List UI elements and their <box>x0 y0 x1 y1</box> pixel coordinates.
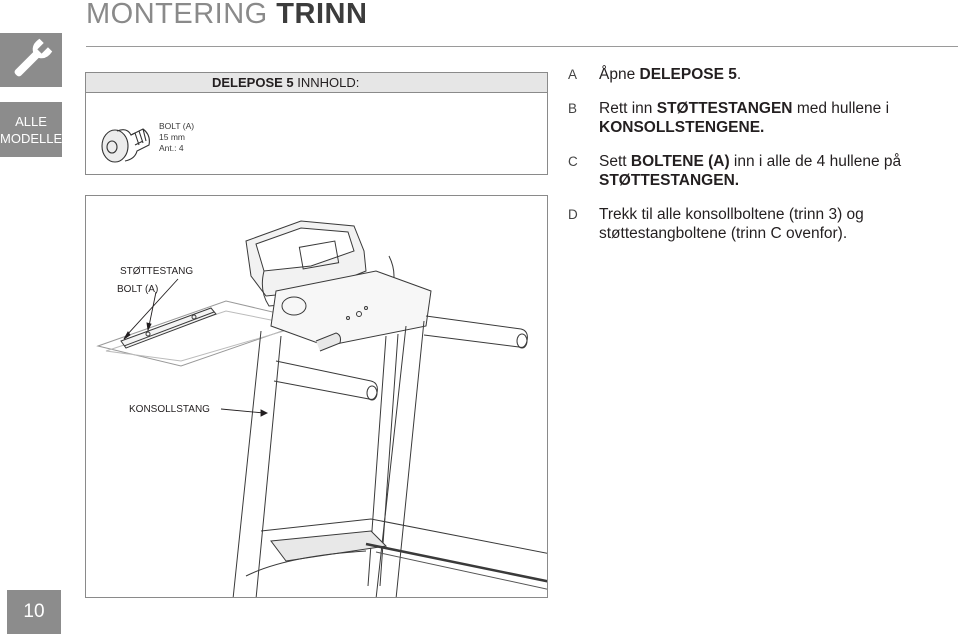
step-text: Åpne DELEPOSE 5. <box>599 65 953 84</box>
wrench-icon <box>14 38 53 77</box>
step-text-part: Rett inn <box>599 100 657 117</box>
page-number: 10 <box>7 590 61 634</box>
step-text: Sett BOLTENE (A) inn i alle de 4 hullene… <box>599 152 953 190</box>
parts-bag-title: DELEPOSE 5 <box>212 75 294 90</box>
part-quantity: Ant.: 4 <box>159 143 184 153</box>
step-text-part: Sett <box>599 153 631 170</box>
parts-bag-header: DELEPOSE 5 INNHOLD: <box>85 72 548 93</box>
step-letter: C <box>568 154 578 169</box>
step-c: C Sett BOLTENE (A) inn i alle de 4 hulle… <box>568 152 953 190</box>
bolt-illustration <box>101 128 150 163</box>
step-text-part: . <box>736 66 742 83</box>
category-line-1: ALLE <box>15 113 47 129</box>
part-info: BOLT (A) 15 mm Ant.: 4 <box>159 121 194 154</box>
step-d: D Trekk til alle konsollboltene (trinn 3… <box>568 205 953 243</box>
label-support-bar: STØTTESTANG <box>120 266 194 277</box>
category-line-2: MODELLER <box>0 130 72 146</box>
step-text-bold: DELEPOSE 5 <box>639 66 737 83</box>
model-category-tab: ALLE MODELLER <box>0 102 72 157</box>
step-a: A Åpne DELEPOSE 5. <box>568 65 953 84</box>
step-text-bold: KONSOLLSTENGENE. <box>599 119 765 136</box>
part-name: BOLT (A) <box>159 121 195 131</box>
parts-bag-title-rest: INNHOLD: <box>293 75 360 90</box>
step-letter: A <box>568 67 578 82</box>
label-console-bar: KONSOLLSTANG <box>129 404 210 415</box>
step-b: B Rett inn STØTTESTANGEN med hullene i K… <box>568 99 953 137</box>
label-bolt: BOLT (A) <box>117 284 159 295</box>
instruction-steps: A Åpne DELEPOSE 5. B Rett inn STØTTESTAN… <box>568 65 953 258</box>
step-text-part: med hullene i <box>792 100 890 117</box>
parts-bag-contents <box>85 93 548 175</box>
step-letter: D <box>568 207 578 222</box>
page-title-light: MONTERING <box>86 0 268 30</box>
page-title: MONTERING TRINN <box>86 0 367 31</box>
step-text-part: inn i alle de 4 hullene på <box>729 153 902 170</box>
step-text: Rett inn STØTTESTANGEN med hullene i KON… <box>599 99 953 137</box>
assembly-diagram: STØTTESTANG BOLT (A) KONSOLLSTANG <box>85 195 548 598</box>
step-letter: B <box>568 101 578 116</box>
treadmill-drawing <box>96 220 547 597</box>
step-text-bold: STØTTESTANGEN <box>656 100 793 117</box>
page-title-bold: TRINN <box>276 0 368 30</box>
part-size: 15 mm <box>159 132 185 142</box>
title-divider <box>86 46 958 47</box>
step-text-bold: BOLTENE (A) <box>630 153 730 170</box>
step-text-part: Åpne <box>599 66 640 83</box>
step-text: Trekk til alle konsollboltene (trinn 3) … <box>599 206 864 242</box>
step-text-bold: STØTTESTANGEN. <box>599 172 740 189</box>
wrench-tab <box>0 33 62 87</box>
